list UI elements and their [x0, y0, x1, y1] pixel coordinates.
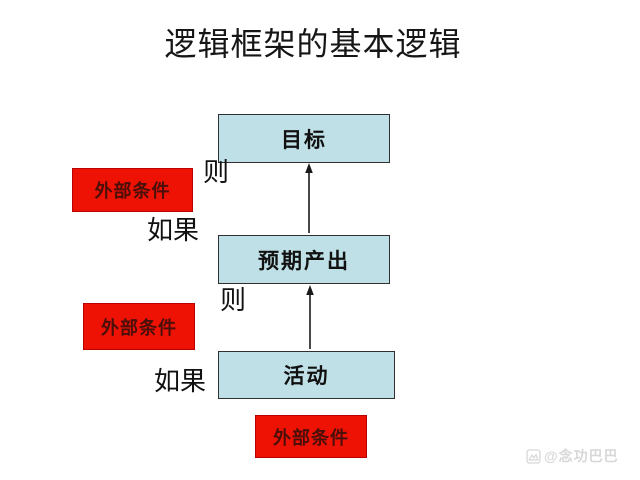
watermark: @念功巴巴	[526, 446, 619, 466]
arrowhead-activity-to-output	[306, 285, 314, 295]
external-condition-box-1: 外部条件	[72, 168, 193, 212]
if-label-1: 如果	[147, 216, 200, 245]
node-activity: 活动	[218, 351, 395, 399]
external-condition-box-2: 外部条件	[83, 303, 195, 350]
node-expected-output: 预期产出	[218, 235, 390, 284]
slide-title: 逻辑框架的基本逻辑	[164, 26, 462, 62]
then-label-1: 则	[203, 158, 230, 187]
external-condition-box-3: 外部条件	[255, 415, 367, 458]
external-condition-label-3: 外部条件	[273, 427, 349, 448]
arrowhead-output-to-goal	[305, 163, 313, 173]
mountain-logo-icon	[526, 448, 541, 464]
node-goal: 目标	[218, 114, 390, 163]
node-goal-label: 目标	[281, 127, 327, 152]
then-label-2: 则	[220, 286, 247, 315]
if-label-2: 如果	[154, 367, 207, 396]
node-expected-output-label: 预期产出	[258, 248, 350, 273]
node-activity-label: 活动	[283, 364, 330, 388]
watermark-text: @念功巴巴	[544, 448, 619, 464]
external-condition-label-1: 外部条件	[94, 181, 171, 201]
external-condition-label-2: 外部条件	[101, 317, 177, 338]
